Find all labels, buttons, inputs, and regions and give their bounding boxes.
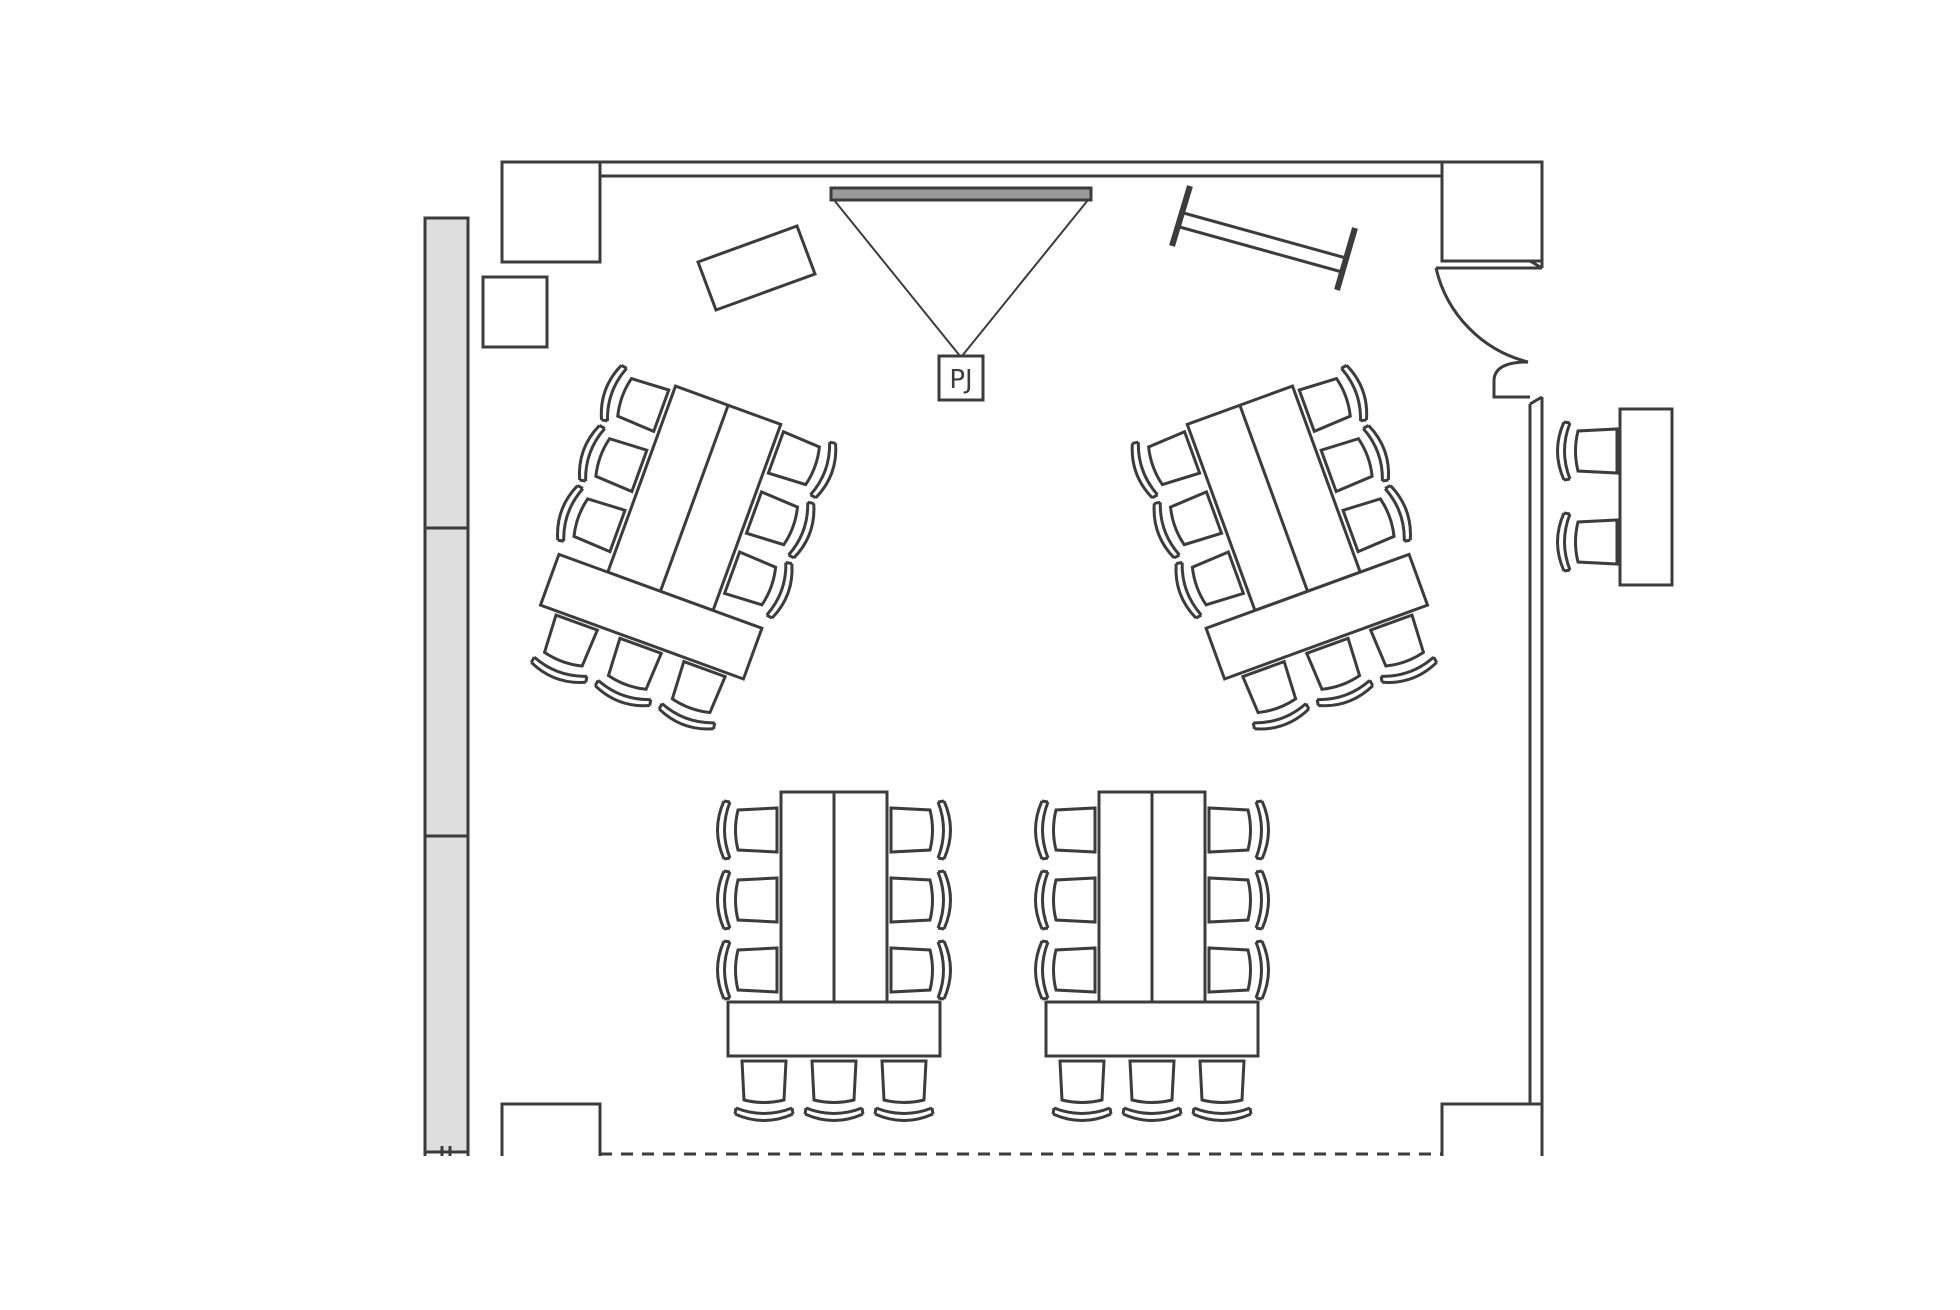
- table-group-top-right: [1126, 363, 1461, 743]
- side-table-right: [1556, 407, 1674, 587]
- column-top-right: [1440, 160, 1544, 263]
- whiteboard-stand: [1169, 185, 1358, 291]
- projector: PJ: [937, 354, 985, 402]
- projection-screen: [829, 186, 1093, 357]
- lectern-table: [696, 224, 817, 312]
- left-wall-panel: [423, 216, 470, 1154]
- table-group-top-left: [507, 363, 842, 743]
- projector-label: PJ: [949, 365, 972, 395]
- door: [1434, 266, 1542, 399]
- table-group-bottom-right: [1036, 792, 1269, 1121]
- cabinet-square: [481, 275, 549, 349]
- table-group-bottom-left: [718, 792, 951, 1121]
- column-top-left: [500, 160, 602, 264]
- room-walls: [423, 160, 1544, 1156]
